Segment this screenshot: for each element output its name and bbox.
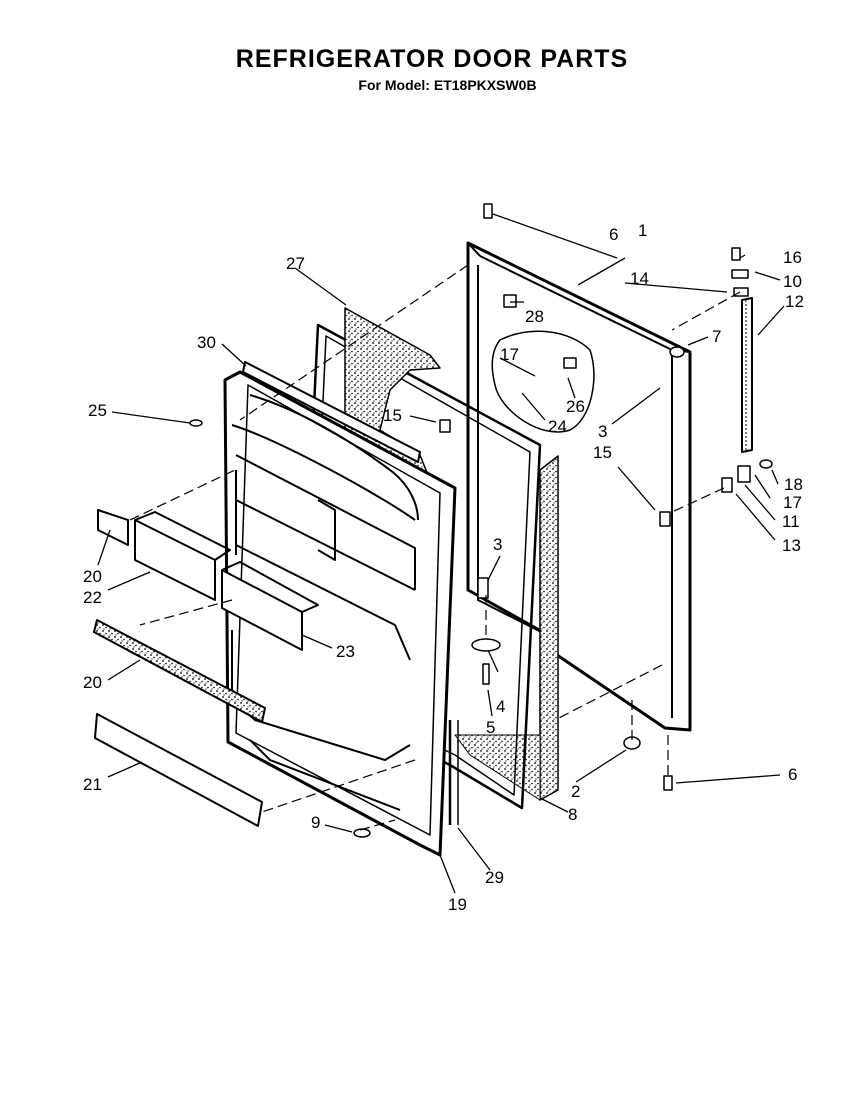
callout-14: 14 [630, 269, 649, 288]
cutaway-clip-part [563, 357, 577, 369]
hinge-cap-part [669, 346, 685, 358]
callout-6-bottom: 6 [788, 765, 797, 784]
callout-27: 27 [286, 254, 305, 273]
callout-30: 30 [197, 333, 216, 352]
callout-24: 24 [548, 417, 567, 436]
callout-10: 10 [783, 272, 802, 291]
handle-screw-part [482, 663, 490, 685]
shelf-end-cap [97, 509, 129, 546]
callout-3-handle: 3 [493, 535, 502, 554]
callout-15-outer: 15 [593, 443, 612, 462]
liner-screw-part [353, 828, 371, 838]
hinge-spacer-part [721, 477, 733, 493]
hinge-washer-part [759, 459, 773, 469]
callout-21: 21 [83, 775, 102, 794]
handle-bracket-part [477, 577, 489, 599]
inner-door-liner [223, 370, 457, 857]
callout-2: 2 [571, 782, 580, 801]
door-panel-cutaway [491, 330, 595, 433]
screw-bottom-part [663, 775, 673, 791]
callout-4: 4 [496, 697, 505, 716]
callout-9: 9 [311, 813, 320, 832]
outer-door-panel [466, 241, 692, 732]
door-shelf-middle [221, 569, 303, 651]
callout-17-hinge: 17 [783, 493, 802, 512]
callout-28: 28 [525, 307, 544, 326]
trim-screw-part [189, 419, 203, 427]
leader-lines [97, 213, 785, 894]
callout-6-top: 6 [609, 225, 618, 244]
callout-19: 19 [448, 895, 467, 914]
callout-26: 26 [566, 397, 585, 416]
callout-8: 8 [568, 805, 577, 824]
callout-20-upper: 20 [83, 567, 102, 586]
callout-20-lower: 20 [83, 673, 102, 692]
hinge-bushing-part [733, 287, 749, 297]
hardware-parts [189, 203, 773, 838]
callout-25: 25 [88, 401, 107, 420]
door-bottom-rail [94, 713, 263, 827]
callout-3-hinge: 3 [598, 422, 607, 441]
handle-base-part [471, 638, 501, 652]
door-stop-bracket-part [659, 511, 671, 527]
diagram-title: REFRIGERATOR DOOR PARTS [235, 45, 629, 73]
plug-part [503, 294, 517, 308]
hinge-screw-part [731, 247, 741, 261]
callout-17-cutaway: 17 [500, 345, 519, 364]
callout-7: 7 [712, 327, 721, 346]
callout-29: 29 [485, 868, 504, 887]
door-insulation-bottom [454, 734, 541, 801]
callout-23: 23 [336, 642, 355, 661]
callout-5: 5 [486, 718, 495, 737]
callout-labels: 1 2 3 3 4 5 6 6 7 8 9 10 11 12 13 14 15 … [83, 221, 804, 914]
door-insulation-side [539, 455, 559, 801]
model-subtitle: For Model: ET18PKXSW0B [358, 77, 537, 93]
alignment-lines [129, 264, 741, 831]
callout-16: 16 [783, 248, 802, 267]
hinge-bracket-part [731, 269, 749, 279]
callout-15-inner: 15 [383, 406, 402, 425]
shelf-rail [93, 619, 266, 723]
door-shelf-upper [134, 519, 216, 601]
inner-bracket-part [439, 419, 451, 433]
callout-22: 22 [83, 588, 102, 607]
callout-13: 13 [782, 536, 801, 555]
callout-11: 11 [782, 512, 800, 531]
hinge-pin-part [737, 465, 751, 483]
callout-12: 12 [785, 292, 804, 311]
callout-18: 18 [784, 475, 803, 494]
callout-1: 1 [638, 221, 647, 240]
hinge-bar [741, 297, 753, 453]
screw-top-part [483, 203, 493, 219]
liner-top-trim [242, 361, 421, 463]
